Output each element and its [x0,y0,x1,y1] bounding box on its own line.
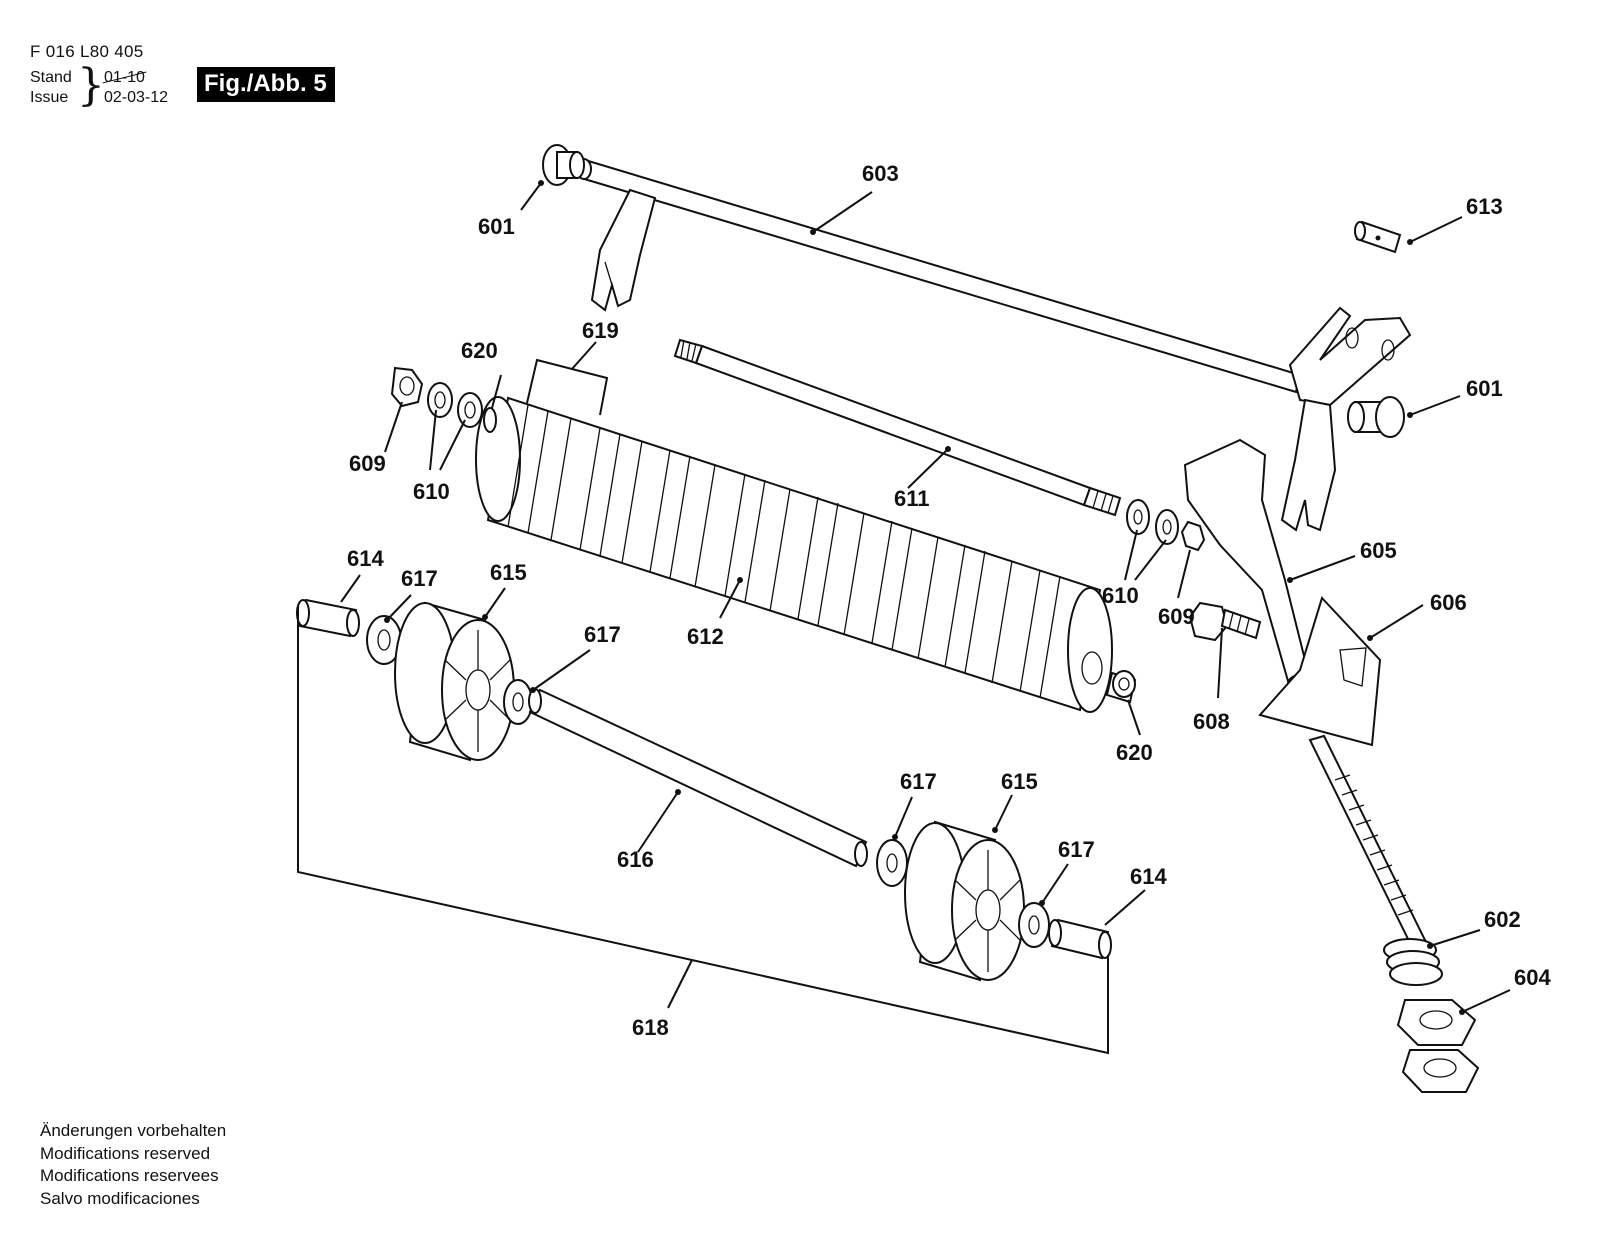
callout-610-left: 610 [413,479,450,504]
callout-614-right: 614 [1130,864,1167,889]
issue-label: Issue [30,89,69,106]
part-602-spring [1383,938,1443,986]
notice-line-fr: Modifications reservees [40,1166,219,1185]
callout-610-right: 610 [1102,583,1139,608]
callout-615-left: 615 [490,560,527,585]
brace-icon: } [77,60,105,111]
stand-label: Stand [30,69,72,86]
part-601-right-collar [1347,396,1405,438]
callout-614-left: 614 [347,546,384,571]
callout-609-right: 609 [1158,604,1195,629]
part-617-right-washer [1018,902,1050,948]
part-616-axle [528,688,868,868]
callout-603: 603 [862,161,899,186]
part-612-reel-cylinder [475,396,1113,713]
callout-612: 612 [687,624,724,649]
stand-issue-values: 01-10 02-03-12 [104,68,168,108]
part-603-right-bracket [1280,306,1412,532]
callout-601-left: 601 [478,214,515,239]
figure-badge: Fig./Abb. 5 [197,67,335,102]
callout-620-right: 620 [1116,740,1153,765]
callout-606: 606 [1430,590,1467,615]
part-617-right-inner-washer [876,839,908,887]
issue-date: 02-03-12 [104,89,169,106]
stand-old-value: 01-10 [104,69,145,86]
part-611-threaded-shaft [673,338,1122,517]
callout-609-left: 609 [349,451,386,476]
part-617-left-inner-washer [503,679,533,725]
part-620-right-spacer [1105,670,1137,704]
callout-620-left: 620 [461,338,498,363]
part-610-right-washers [1126,499,1179,545]
stand-issue-labels: Stand Issue [30,68,72,108]
part-613-pin [1354,220,1402,254]
assembly-bracket-618 [297,606,1109,1055]
callout-labels: 601 603 613 601 619 620 609 610 611 612 … [347,161,1551,1040]
part-609-right-nut [1180,520,1206,552]
part-615-left-roller [394,601,515,762]
callout-617-right-outer: 617 [1058,837,1095,862]
leader-lines [340,180,1511,1015]
callout-615-right: 615 [1001,769,1038,794]
part-614-left-bushing [296,598,360,638]
callout-618: 618 [632,1015,669,1040]
part-603-upper-shaft [576,158,1302,394]
part-604-nuts [1396,999,1480,1093]
callout-617-left-inner: 617 [584,622,621,647]
callout-611: 611 [894,486,930,511]
callout-601-right: 601 [1466,376,1503,401]
part-606-bracket-plate [1258,596,1382,747]
callout-608: 608 [1193,709,1230,734]
callout-605: 605 [1360,538,1397,563]
part-608-bolt [1188,601,1262,642]
notice-line-es: Salvo modificaciones [40,1188,200,1208]
callout-616: 616 [617,847,654,872]
modifications-notice: Änderungen vorbehalten Modifications res… [40,1120,226,1210]
callout-617-left-outer: 617 [401,566,438,591]
callout-619: 619 [582,318,619,343]
callout-613: 613 [1466,194,1503,219]
part-615-right-roller [904,820,1025,982]
notice-line-en: Modifications reserved [40,1143,211,1163]
document-number: F 016 L80 405 [30,42,144,61]
callout-602: 602 [1484,907,1521,932]
callout-604: 604 [1514,965,1551,990]
callout-617-right-inner: 617 [900,769,937,794]
notice-line-de: Änderungen vorbehalten [40,1121,227,1140]
part-609-left-nut [390,366,424,408]
part-606-threaded-rod [1308,734,1427,947]
part-610-left-washers [427,382,483,428]
part-614-right-bushing [1048,918,1112,960]
part-620-left-spacer [483,407,497,433]
part-601-left-collar [542,144,585,186]
assembly-bracket-619 [526,341,609,416]
